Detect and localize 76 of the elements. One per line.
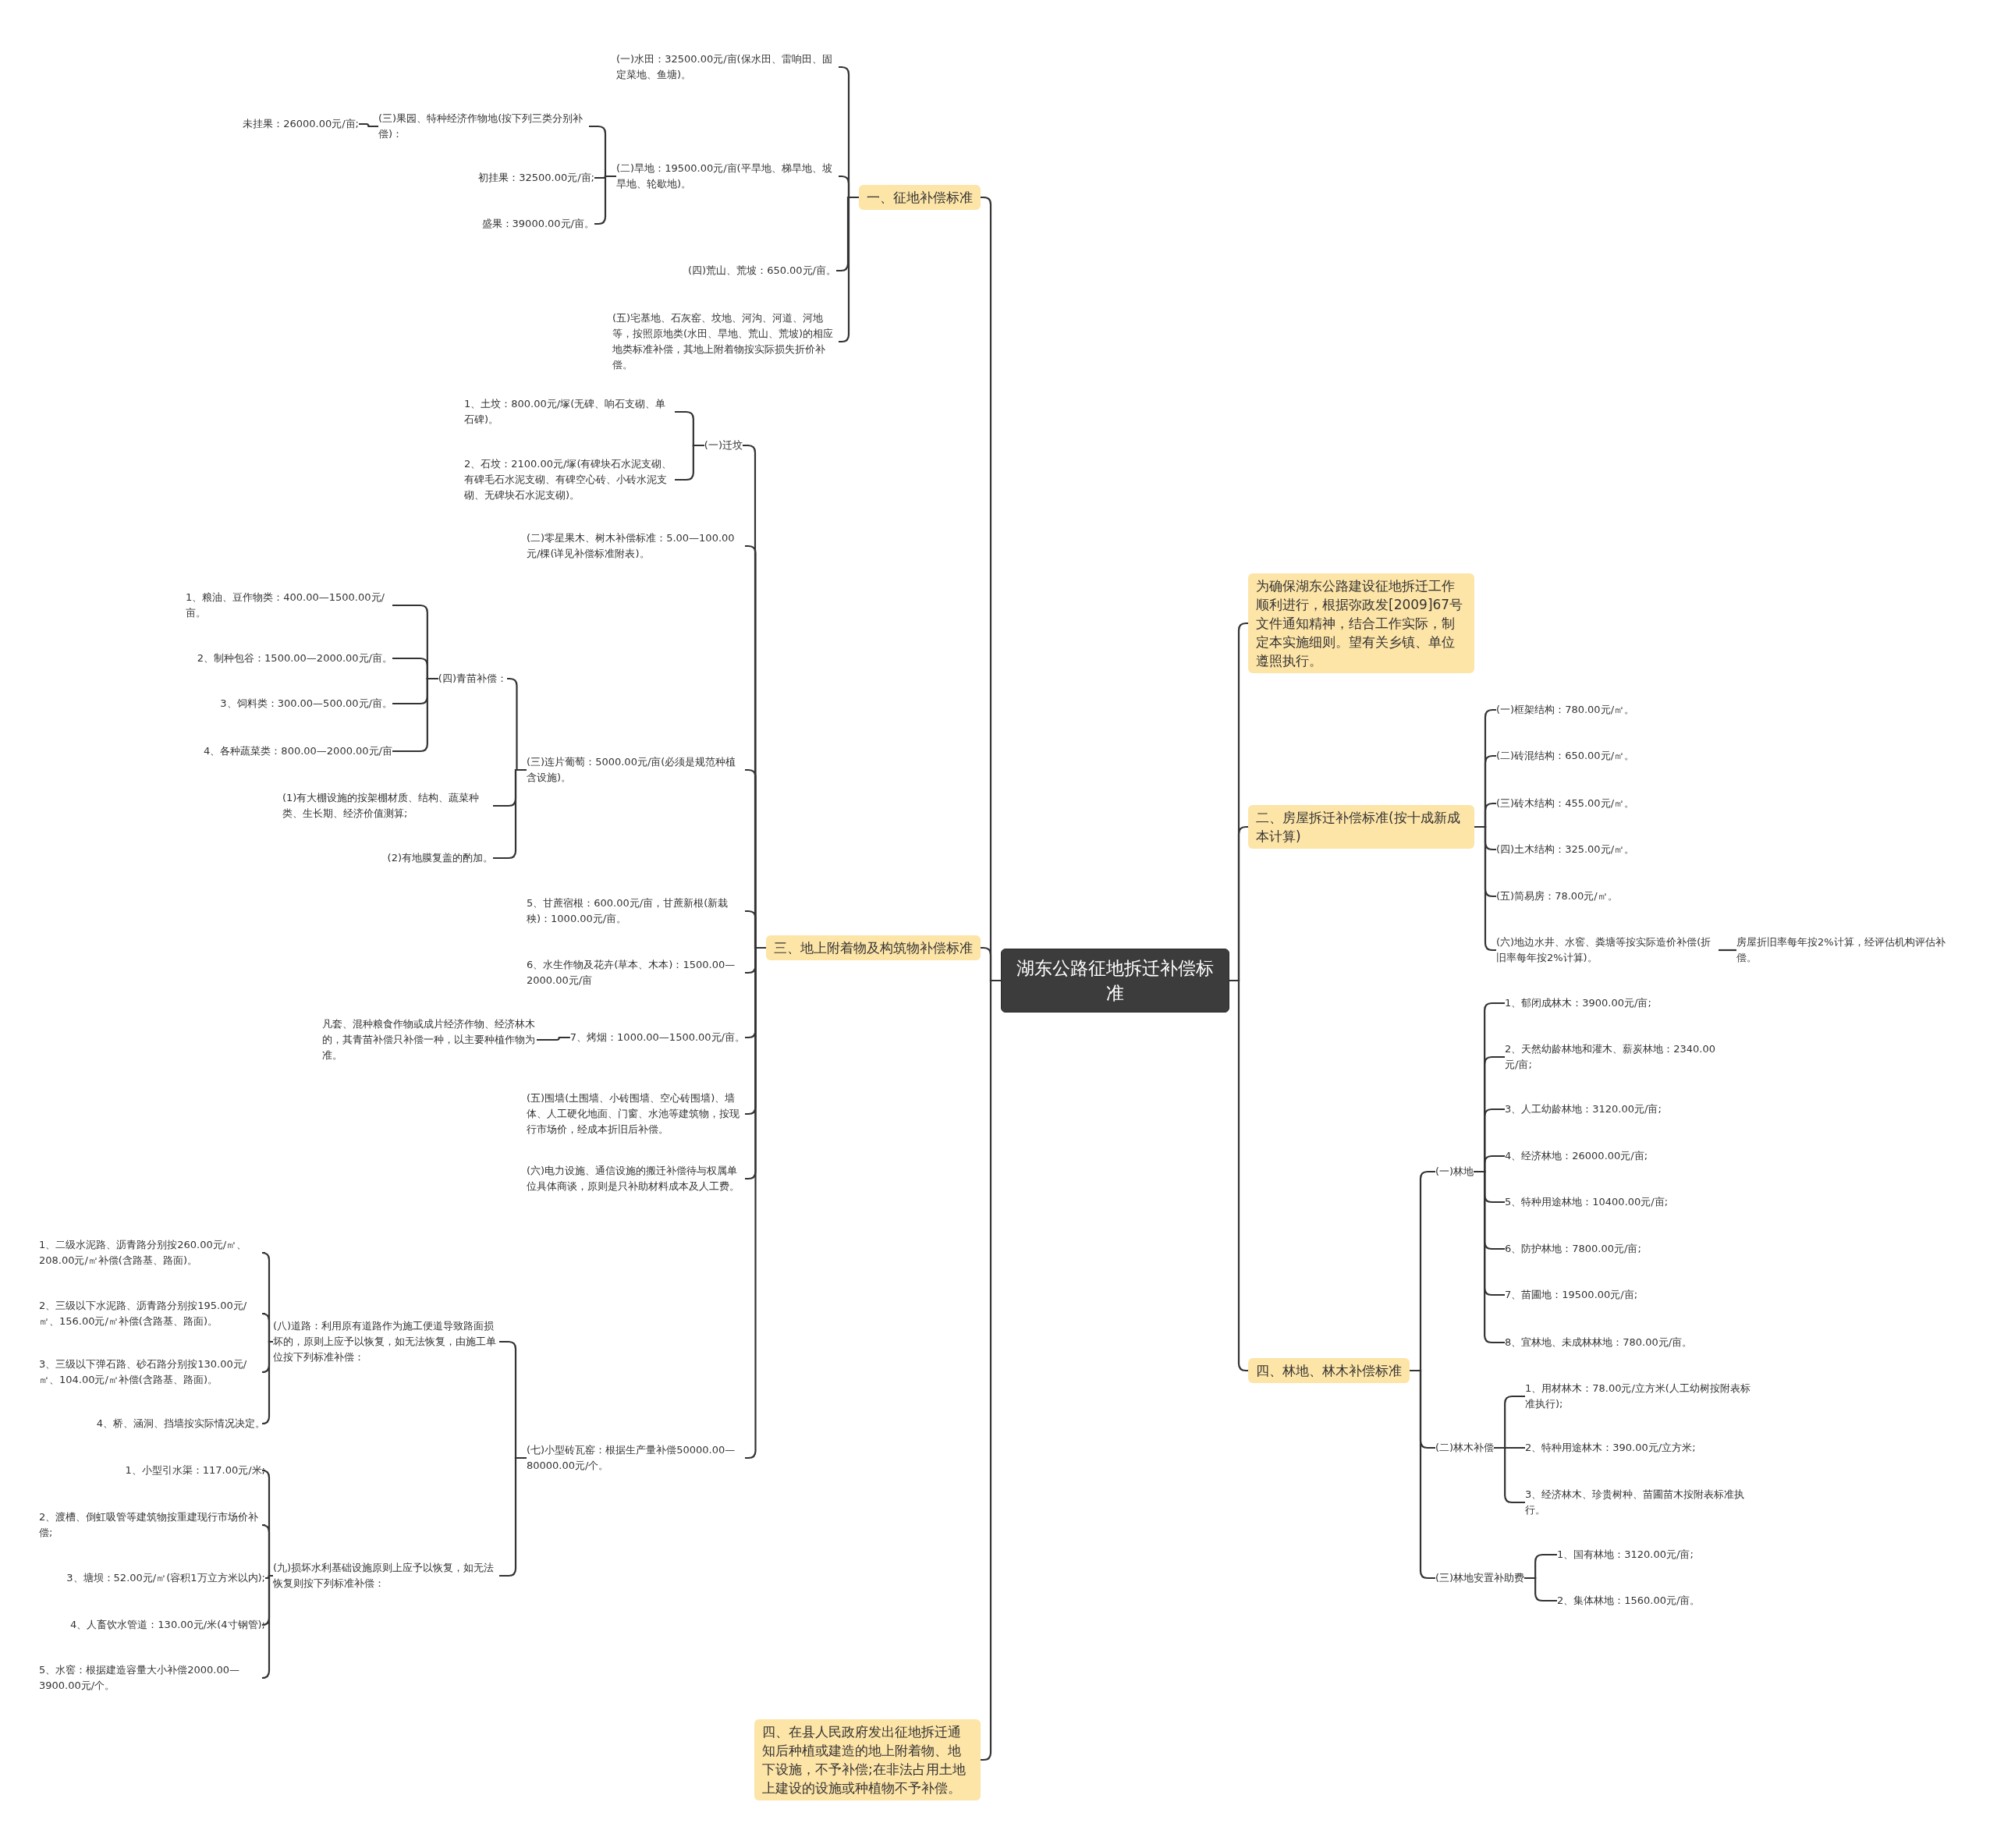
subtopic-text: 1、用材林木：78.00元/立方米(人工幼树按附表标准执行); — [1525, 1382, 1751, 1411]
branch-topic: 三、地上附着物及构筑物补偿标准 — [774, 939, 973, 957]
subtopic-text: 5、特种用途林地：10400.00元/亩; — [1505, 1195, 1669, 1209]
subtopic-text: (二)砖混结构：650.00元/㎡。 — [1496, 749, 1634, 763]
subtopic-text: 4、经济林地：26000.00元/亩; — [1505, 1149, 1648, 1163]
subtopic-text: (四)青苗补偿： — [438, 672, 507, 686]
subtopic-text: (八)道路：利用原有道路作为施工便道导致路面损坏的，原则上应予以恢复，如无法恢复，由施工单位按下列标准补偿： — [273, 1319, 497, 1364]
subtopic-text: (2)有地膜复盖的酌加。 — [387, 851, 493, 865]
subtopic-text: 5、水窖：根据建造容量大小补偿2000.00—3900.00元/个。 — [39, 1663, 241, 1693]
subtopic-text: (四)荒山、荒坡：650.00元/亩。 — [688, 264, 836, 278]
subtopic-text: 初挂果：32500.00元/亩; — [478, 171, 594, 185]
subtopic-text: 1、小型引水渠：117.00元/米; — [125, 1463, 265, 1477]
connector-line — [537, 1036, 570, 1041]
connector-line — [675, 444, 704, 481]
connector-line — [1524, 1577, 1557, 1602]
subtopic-text: (四)土木结构：325.00元/㎡。 — [1496, 842, 1634, 857]
subtopic-text: 7、烤烟：1000.00—1500.00元/亩。 — [569, 1030, 745, 1045]
subtopic-text: 1、郁闭成林木：3900.00元/亩; — [1505, 996, 1651, 1010]
subtopic-text: 2、特种用途林木：390.00元/立方米; — [1525, 1441, 1696, 1455]
subtopic-text: 房屋折旧率每年按2%计算，经评估机构评估补偿。 — [1736, 935, 1946, 965]
branch-topic: 四、在县人民政府发出征地拆迁通知后种植或建造的地上附着物、地下设施，不予补偿;在非法占用土地上建设的设施或种植物不予补偿。 — [762, 1723, 967, 1797]
subtopic-text: (一)水田：32500.00元/亩(保水田、雷响田、固定菜地、鱼塘)。 — [616, 52, 833, 82]
subtopic-text: 1、土坟：800.00元/塚(无碑、响石支砌、单石碑)。 — [464, 397, 667, 427]
subtopic-text: 2、天然幼龄林地和灌木、薪炭林地：2340.00元/亩; — [1505, 1042, 1717, 1072]
connector-line — [261, 1574, 273, 1680]
subtopic-text: 3、人工幼龄林地：3120.00元/亩; — [1505, 1102, 1662, 1116]
subtopic-text: 1、粮油、豆作物类：400.00—1500.00元/亩。 — [186, 591, 385, 620]
subtopic-text: 4、各种蔬菜类：800.00—2000.00元/亩 — [204, 744, 392, 758]
subtopic-text: (六)电力设施、通信设施的搬迁补偿待与权属单位具体商谈，原则是只补助材料成本及人工费。 — [527, 1164, 740, 1194]
subtopic-text: 2、集体林地：1560.00元/亩。 — [1557, 1594, 1701, 1608]
branch-topic: 四、林地、林木补偿标准 — [1256, 1362, 1402, 1380]
subtopic-text: 1、国有林地：3120.00元/亩; — [1557, 1548, 1694, 1562]
subtopic-text: (一)框架结构：780.00元/㎡。 — [1496, 703, 1634, 717]
connector-line — [839, 196, 859, 343]
subtopic-text: 3、饲料类：300.00—500.00元/亩。 — [220, 697, 392, 711]
subtopic-text: 2、石坟：2100.00元/塚(有碑块石水泥支砌、有碑毛石水泥支砌、有碑空心砖、小砖水泥支砌、无碑块石水泥支砌)。 — [464, 457, 673, 502]
branch-topic: 为确保湖东公路建设征地拆迁工作顺利进行，根据弥政发[2009]67号文件通知精神，结合工作实际，制定本实施细则。望有关乡镇、单位遵照执行。 — [1256, 577, 1464, 670]
subtopic-text: (七)小型砖瓦窑：根据生产量补偿50000.00—80000.00元/个。 — [527, 1443, 736, 1473]
subtopic-text: 4、桥、涵洞、挡墙按实际情况决定。 — [96, 1417, 265, 1431]
connector-line — [261, 1340, 273, 1425]
subtopic-text: 7、苗圃地：19500.00元/亩; — [1505, 1288, 1638, 1302]
subtopic-text: (三)连片葡萄：5000.00元/亩(必须是规范种植含设施)。 — [527, 755, 737, 785]
subtopic-text: 未挂果：26000.00元/亩; — [243, 117, 359, 131]
subtopic-text: 凡套、混种粮食作物或成片经济作物、经济林木的，其青苗补偿只补偿一种，以主要种植作物为准。 — [322, 1017, 536, 1062]
subtopic-text: 5、甘蔗宿根：600.00元/亩，甘蔗新根(新栽秧)：1000.00元/亩。 — [527, 896, 729, 926]
subtopic-text: (五)围墙(土围墙、小砖围墙、空心砖围墙)、墙体、人工硬化地面、门窗、水池等建筑物，按现行市场价，经成本折旧后补偿。 — [527, 1091, 740, 1137]
subtopic-text: (三)果园、特种经济作物地(按下列三类分别补偿)： — [378, 112, 584, 141]
branch-topic: 二、房屋拆迁补偿标准(按十成新成本计算) — [1256, 809, 1461, 846]
connector-line — [359, 122, 378, 128]
subtopic-text: (五)简易房：78.00元/㎡。 — [1496, 889, 1618, 903]
subtopic-text: (六)地边水井、水窖、粪塘等按实际造价补偿(折旧率每年按2%计算)。 — [1496, 935, 1712, 965]
subtopic-text: 3、塘坝：52.00元/㎡(容积1万立方米以内); — [66, 1571, 265, 1585]
subtopic-text: 1、二级水泥路、沥青路分别按260.00元/㎡、208.00元/㎡补偿(含路基、路面)。 — [39, 1238, 248, 1268]
subtopic-text: (三)砖木结构：455.00元/㎡。 — [1496, 796, 1634, 810]
subtopic-text: 4、人畜饮水管道：130.00元/米(4寸钢管); — [70, 1618, 265, 1632]
subtopic-text: 8、宜林地、未成林林地：780.00元/亩。 — [1505, 1335, 1693, 1350]
subtopic-text: 盛果：39000.00元/亩。 — [481, 217, 594, 231]
subtopic-text: (二)零星果木、树木补偿标准：5.00—100.00元/棵(详见补偿标准附表)。 — [527, 531, 736, 561]
subtopic-text: 3、经济林木、珍贵树种、苗圃苗木按附表标准执行。 — [1525, 1488, 1746, 1517]
subtopic-text: (三)林地安置补助费 — [1435, 1571, 1525, 1585]
connector-line — [1719, 949, 1736, 952]
subtopic-text: (一)林地 — [1435, 1165, 1474, 1179]
subtopic-text: (五)宅基地、石灰窑、坟地、河沟、河道、河地等，按照原地类(水田、旱地、荒山、荒坡)的相应地类标准补偿，其地上附着物按实际损失折价补偿。 — [612, 311, 835, 372]
subtopic-text: 6、水生作物及花卉(草本、木本)：1500.00—2000.00元/亩 — [527, 958, 736, 988]
branch-topic: 一、征地补偿标准 — [867, 189, 973, 207]
subtopic-text: (二)林木补偿 — [1435, 1441, 1495, 1455]
subtopic-text: 3、三级以下弹石路、砂石路分别按130.00元/㎡、104.00元/㎡补偿(含路基、路面)。 — [39, 1357, 248, 1387]
subtopic-text: (一)迁坟 — [704, 438, 743, 452]
subtopic-text: (1)有大棚设施的按架棚材质、结构、蔬菜种类、生长期、经济价值测算; — [282, 791, 481, 821]
subtopic-text: 2、渡槽、倒虹吸管等建筑物按重建现行市场价补偿; — [39, 1510, 260, 1540]
subtopic-text: (九)损坏水利基础设施原则上应予以恢复，如无法恢复则按下列标准补偿： — [273, 1561, 495, 1591]
subtopic-text: 2、三级以下水泥路、沥青路分别按195.00元/㎡、156.00元/㎡补偿(含路基、路面)。 — [39, 1299, 248, 1328]
subtopic-text: (二)旱地：19500.00元/亩(平旱地、梯旱地、坡旱地、轮歇地)。 — [616, 161, 833, 191]
subtopic-text: 6、防护林地：7800.00元/亩; — [1505, 1242, 1641, 1256]
central-topic: 湖东公路征地拆迁补偿标准 — [1016, 957, 1215, 1005]
subtopic-text: 2、制种包谷：1500.00—2000.00元/亩。 — [197, 651, 392, 665]
